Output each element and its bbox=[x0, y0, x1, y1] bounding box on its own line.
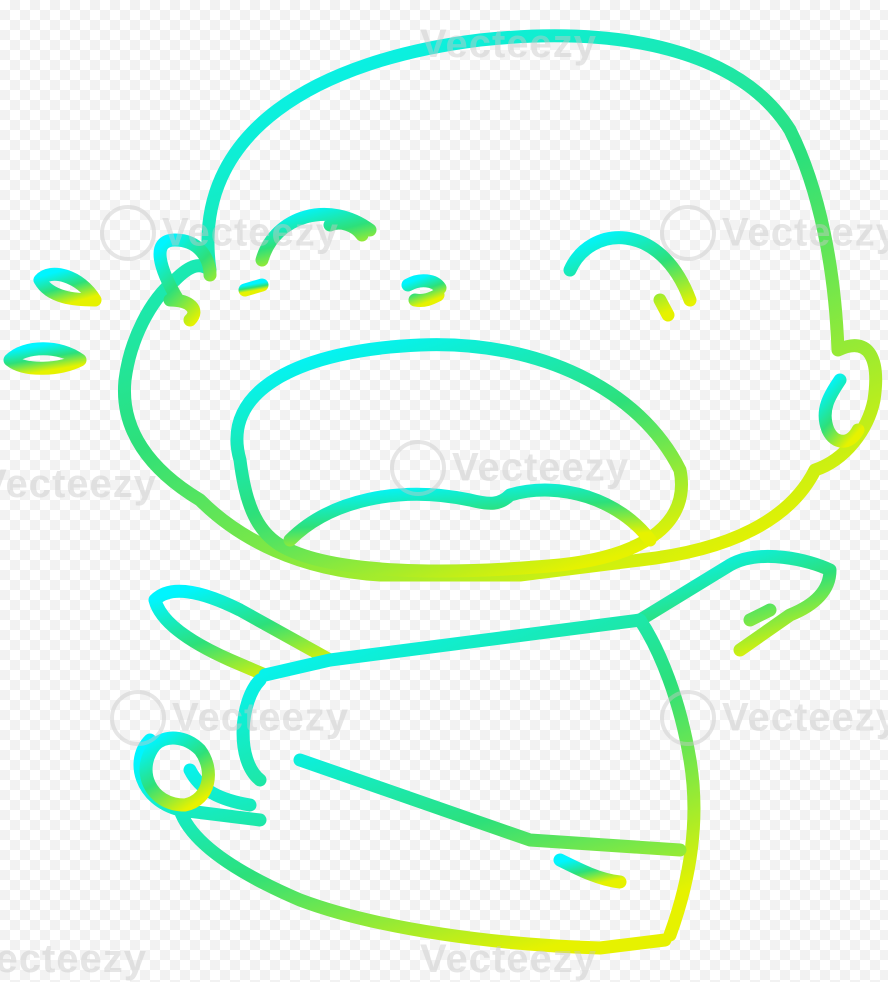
left-leg bbox=[133, 733, 687, 955]
right-ear bbox=[818, 373, 865, 448]
torso bbox=[236, 613, 701, 942]
left-foot bbox=[139, 731, 215, 812]
head-outline bbox=[117, 29, 883, 582]
left-brow-tick bbox=[238, 278, 269, 297]
right-arm bbox=[633, 549, 837, 657]
tear-drop-upper bbox=[33, 267, 102, 307]
right-eye bbox=[563, 231, 697, 322]
tear-drop-lower bbox=[3, 342, 87, 375]
left-arm bbox=[148, 584, 337, 682]
belly-fold bbox=[553, 853, 627, 889]
left-ear bbox=[153, 233, 217, 327]
left-eye bbox=[255, 208, 377, 267]
nose bbox=[401, 274, 447, 307]
mouth-outer bbox=[230, 338, 688, 578]
mouth-tongue bbox=[283, 483, 657, 547]
